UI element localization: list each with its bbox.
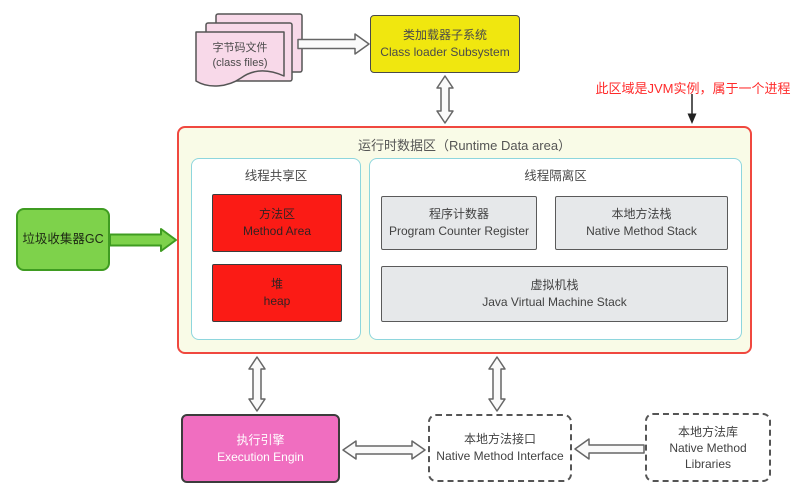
thread-isolated-title: 线程隔离区 [524,169,587,183]
native-method-stack-node: 本地方法栈 Native Method Stack [555,196,728,250]
execution-engine-subtitle: Execution Engin [217,449,304,464]
method-area-subtitle: Method Area [242,224,312,238]
jvm-stack-title: 虚拟机栈 [530,278,579,292]
method-area-node: 方法区 Method Area [212,194,342,252]
heap-subtitle: heap [263,294,291,308]
native-method-interface-title: 本地方法接口 [463,432,536,446]
pc-register-title: 程序计数器 [428,207,489,221]
arrow-runtime-nativeinterface-vertical [488,356,506,412]
native-method-libraries-subtitle: Native Method [669,440,747,455]
annotation-pointer-arrow [687,94,697,124]
native-method-interface-subtitle: Native Method Interface [436,449,564,463]
native-method-libraries-subtitle2: Libraries [684,456,732,471]
jvm-stack-node: 虚拟机栈 Java Virtual Machine Stack [381,266,728,322]
native-method-libraries-title: 本地方法库 [677,424,738,439]
arrow-runtime-executionengine-vertical [248,356,266,412]
class-loader-subsystem-node: 类加载器子系统 Class loader Subsystem [370,15,520,73]
class-files-title: 字节码文件 [212,42,268,54]
program-counter-register-node: 程序计数器 Program Counter Register [381,196,537,250]
native-method-stack-subtitle: Native Method Stack [586,224,697,238]
execution-engine-title: 执行引擎 [236,432,285,447]
class-loader-subtitle: Class loader Subsystem [380,45,510,59]
class-files-label: 字节码文件 (class files) [196,41,284,71]
gc-title: 垃圾收集器GC [22,232,104,246]
class-loader-title: 类加载器子系统 [402,28,487,42]
garbage-collector-node: 垃圾收集器GC [16,208,110,271]
thread-shared-title: 线程共享区 [244,169,308,183]
arrow-executionengine-nativeinterface [342,440,426,460]
heap-node: 堆 heap [212,264,342,322]
pc-register-subtitle: Program Counter Register [388,224,530,238]
class-files-subtitle: (class files) [212,57,268,69]
jvm-stack-subtitle: Java Virtual Machine Stack [482,295,627,309]
arrow-classfiles-to-classloader [297,33,370,55]
arrow-nativelibraries-to-nativeinterface [574,438,645,460]
native-method-stack-title: 本地方法栈 [611,207,672,221]
method-area-title: 方法区 [258,207,295,221]
arrow-gc-to-runtime [109,228,177,252]
heap-title: 堆 [270,277,283,291]
native-method-libraries-node: 本地方法库 Native Method Libraries [645,413,771,482]
jvm-instance-annotation: 此区域是JVM实例，属于一个进程 [595,81,791,96]
execution-engine-node: 执行引擎 Execution Engin [181,414,340,483]
runtime-data-area-title: 运行时数据区（Runtime Data area） [357,138,572,153]
arrow-classloader-runtime-vertical [436,75,454,124]
native-method-interface-node: 本地方法接口 Native Method Interface [428,414,572,482]
